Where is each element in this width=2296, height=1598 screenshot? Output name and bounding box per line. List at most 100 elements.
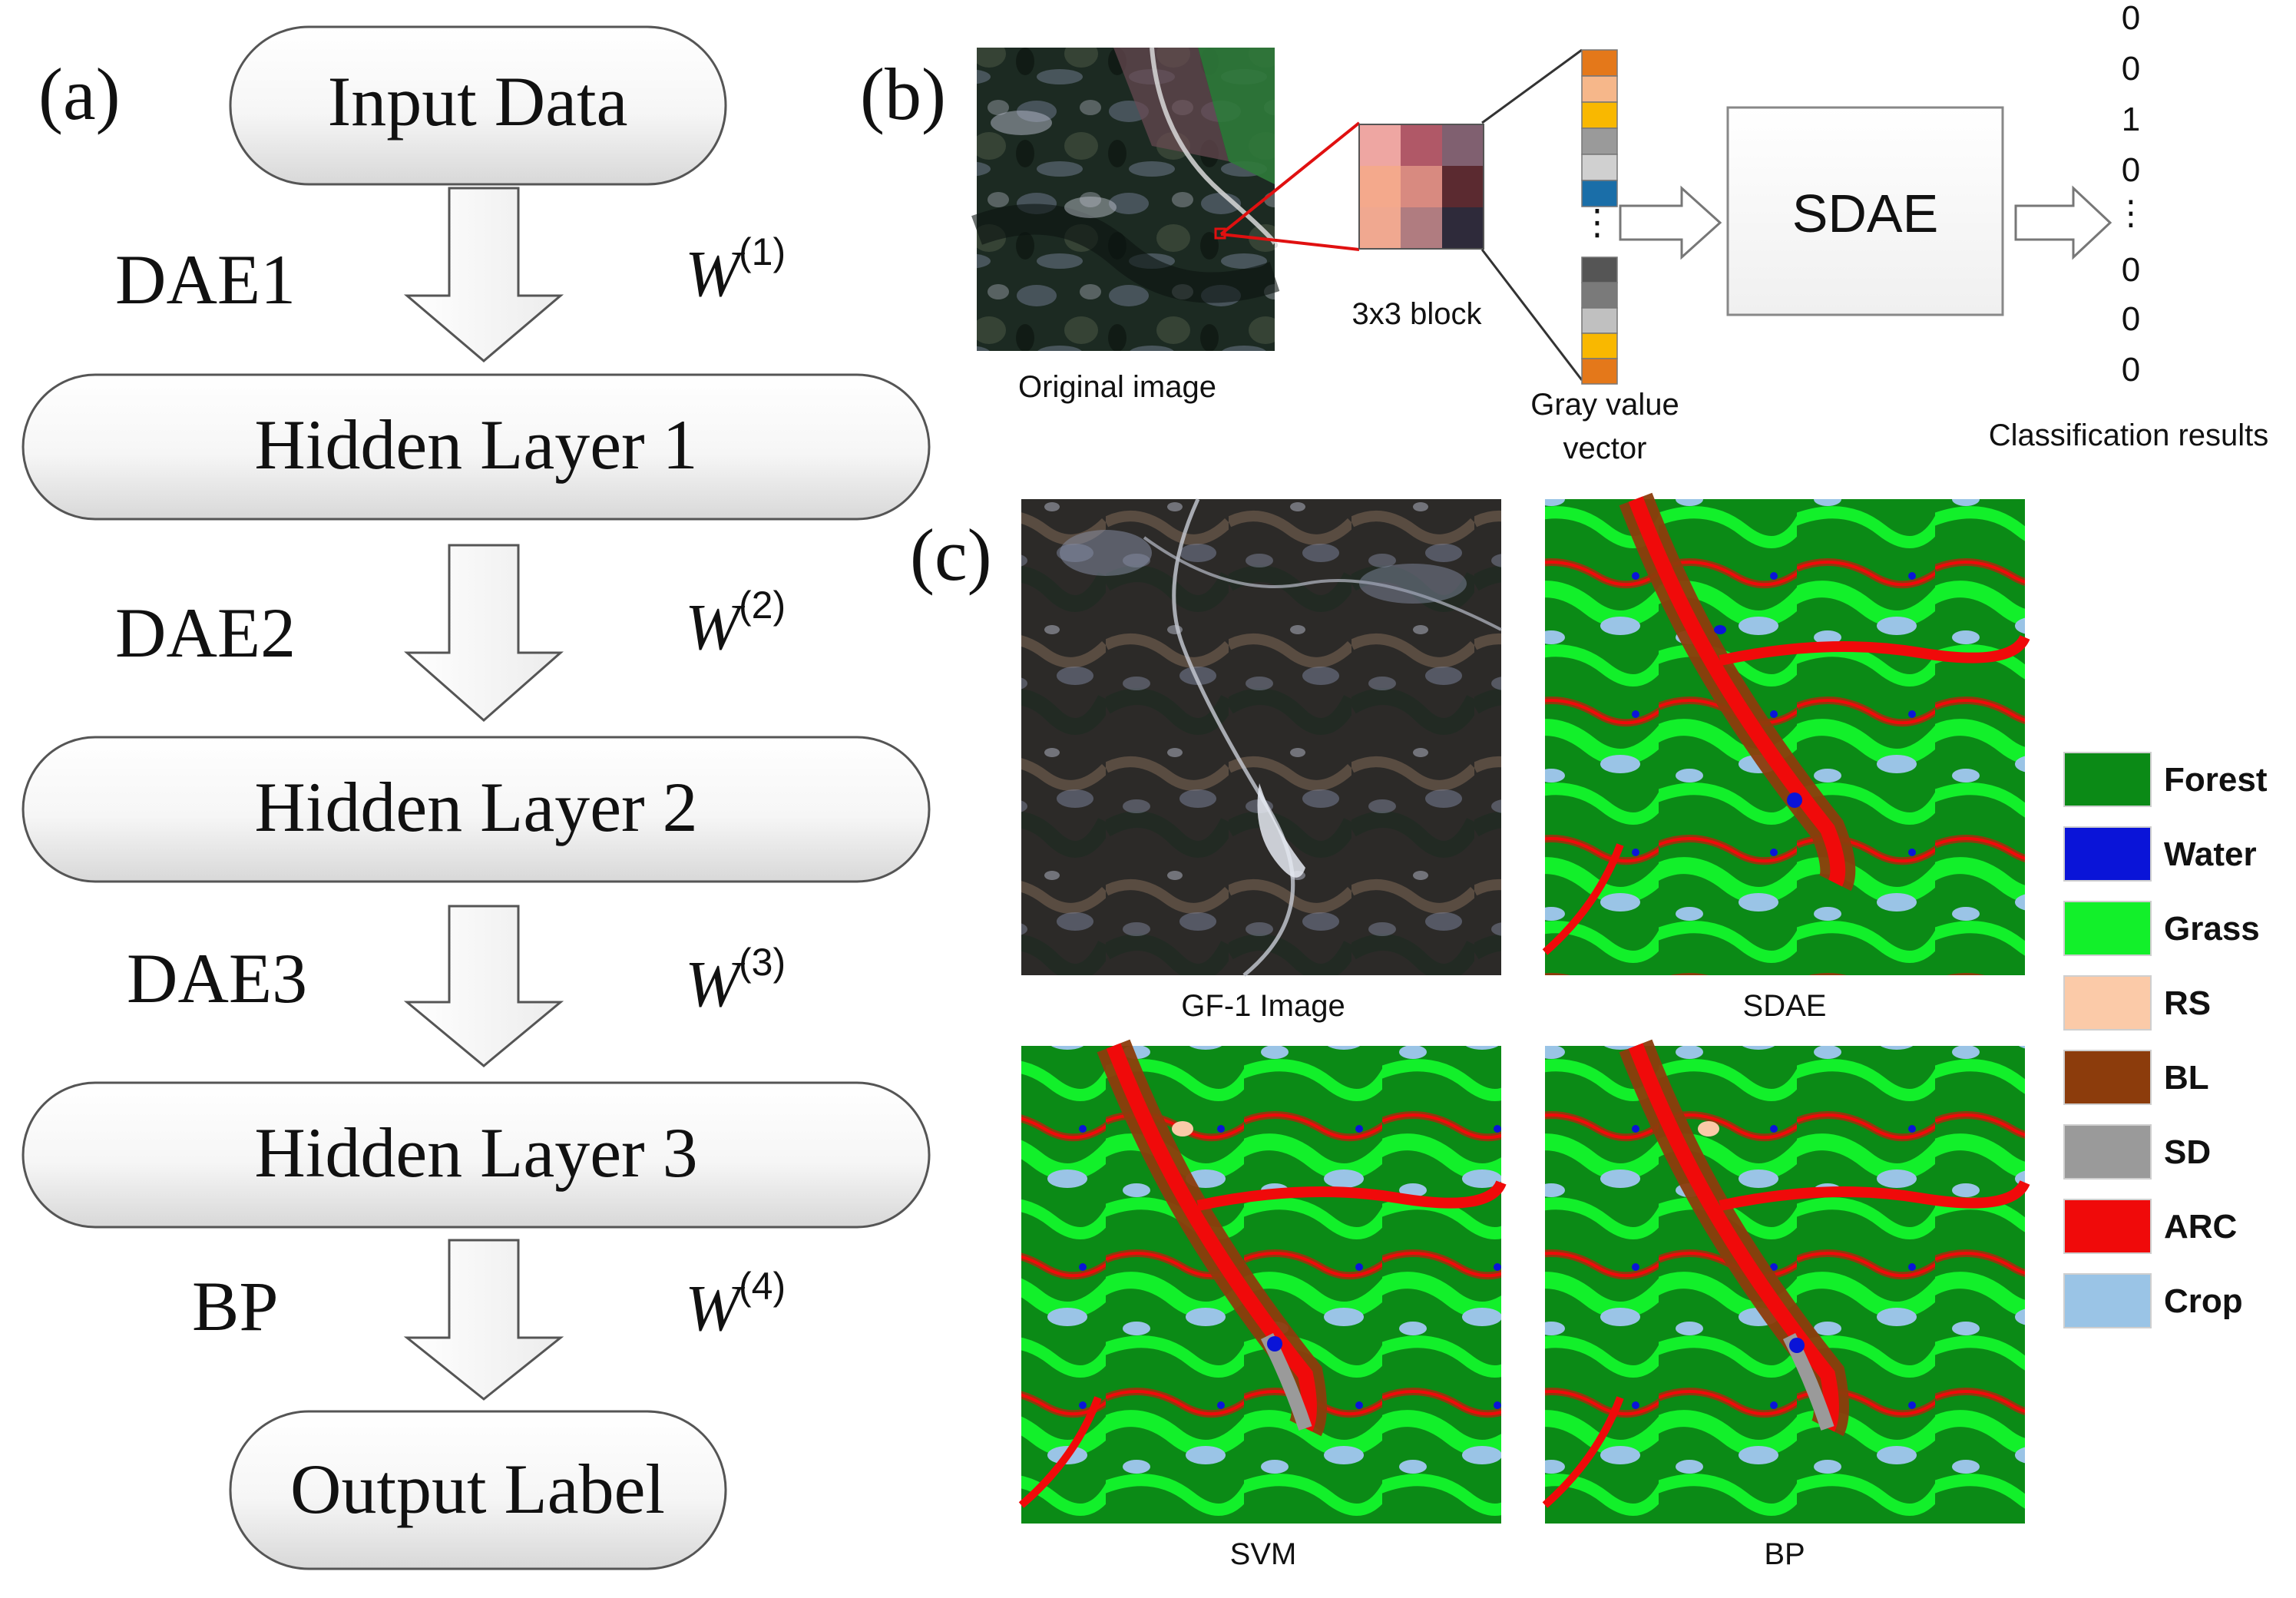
vector-cell — [1581, 101, 1618, 129]
caption-bp: BP — [1764, 1537, 1805, 1571]
hidden-layer-1-node: Hidden Layer 1 — [22, 373, 931, 521]
original-image — [971, 47, 1280, 351]
legend-label: RS — [2164, 984, 2211, 1022]
result-value: 0 — [2122, 300, 2140, 338]
legend-label: Forest — [2164, 761, 2268, 799]
sdae-model-box: SDAE — [1726, 106, 2004, 316]
block-grid — [1358, 124, 1484, 250]
weight-superscript: (4) — [739, 1265, 786, 1308]
hidden-layer-2-label: Hidden Layer 2 — [254, 768, 697, 846]
weight-symbol: W — [685, 1271, 746, 1345]
block-frame — [1358, 124, 1484, 250]
classification-results-vector: 0 0 1 0 ⋮ 0 0 0 — [2114, 0, 2148, 389]
vector-cell — [1581, 256, 1618, 283]
vector-cell — [1581, 333, 1618, 359]
output-label-node: Output Label — [229, 1410, 727, 1570]
legend-label: SD — [2164, 1133, 2211, 1171]
vector-cell — [1581, 180, 1618, 207]
result-value: 0 — [2122, 50, 2140, 88]
panel-b-label: (b) — [860, 53, 946, 135]
block-cell — [1359, 207, 1401, 249]
block-cell — [1401, 124, 1442, 166]
classification-results-caption: Classification results — [1989, 419, 2269, 452]
result-value: 0 — [2122, 251, 2140, 289]
block-caption: 3x3 block — [1352, 297, 1483, 331]
vector-caption-line2: vector — [1563, 432, 1647, 465]
result-value: 0 — [2122, 351, 2140, 389]
legend-swatch — [2063, 1124, 2152, 1179]
vector-cell — [1581, 282, 1618, 309]
vector-caption-line1: Gray value — [1530, 388, 1679, 422]
legend-label: Water — [2164, 835, 2257, 873]
down-arrow-2 — [404, 544, 564, 722]
svm-classification-map — [1018, 1039, 1507, 1524]
down-arrow-3 — [403, 905, 564, 1067]
result-value: 0 — [2122, 151, 2140, 189]
weight-symbol: W — [685, 237, 746, 310]
legend-swatch — [2063, 1199, 2152, 1254]
hidden-layer-3-label: Hidden Layer 3 — [254, 1113, 697, 1192]
legend-swatch — [2063, 1050, 2152, 1105]
legend-label: Grass — [2164, 910, 2260, 948]
gf1-image — [1021, 498, 1502, 977]
connector-bottom — [1480, 249, 1583, 381]
legend-label: ARC — [2164, 1208, 2237, 1246]
block-cell — [1442, 124, 1484, 166]
connector-top — [1481, 48, 1583, 124]
vector-cell — [1581, 154, 1618, 181]
sdae-classification-map — [1542, 492, 2030, 975]
right-arrow-to-results — [2014, 185, 2112, 260]
step-label-bp: BP — [192, 1267, 279, 1345]
weight-w3: W (3) — [685, 941, 786, 1021]
vector-cell — [1581, 307, 1618, 334]
vector-ellipsis: ⋮ — [1580, 202, 1615, 242]
weight-symbol: W — [685, 590, 746, 663]
step-label-dae3: DAE3 — [127, 939, 307, 1017]
weight-symbol: W — [685, 947, 746, 1021]
step-label-dae2: DAE2 — [115, 594, 296, 672]
weight-superscript: (2) — [739, 584, 786, 627]
result-value: 1 — [2122, 101, 2140, 138]
weight-w4: W (4) — [685, 1265, 786, 1345]
legend-label: Crop — [2164, 1282, 2243, 1320]
input-data-node: Input Data — [229, 25, 727, 186]
hidden-layer-2-node: Hidden Layer 2 — [22, 736, 931, 883]
output-label-label: Output Label — [290, 1450, 665, 1528]
caption-sdae: SDAE — [1743, 989, 1827, 1023]
panel-a-label: (a) — [38, 53, 121, 135]
bp-classification-map — [1542, 1039, 2030, 1524]
block-cell — [1401, 207, 1442, 249]
legend-swatch — [2063, 1273, 2152, 1328]
down-arrow-1 — [403, 187, 564, 362]
caption-gf1-image: GF-1 Image — [1181, 989, 1345, 1023]
hidden-layer-3-node: Hidden Layer 3 — [22, 1081, 931, 1229]
original-image-caption: Original image — [1018, 370, 1216, 404]
panel-c-label: (c) — [910, 514, 992, 596]
legend-label: BL — [2164, 1059, 2209, 1097]
legend-swatch — [2063, 826, 2152, 882]
gray-value-vector-bottom — [1581, 256, 1618, 385]
gray-value-vector-top — [1581, 49, 1618, 207]
weight-superscript: (3) — [739, 941, 786, 984]
vector-cell — [1581, 127, 1618, 155]
vector-cell — [1581, 358, 1618, 385]
block-cell — [1359, 124, 1401, 166]
step-label-dae1: DAE1 — [115, 240, 296, 319]
vector-cell — [1581, 75, 1618, 103]
block-cell — [1442, 166, 1484, 207]
caption-svm: SVM — [1230, 1537, 1297, 1571]
weight-superscript: (1) — [739, 230, 786, 273]
hidden-layer-1-label: Hidden Layer 1 — [254, 405, 697, 484]
right-arrow-to-sdae — [1619, 185, 1722, 260]
result-value: 0 — [2122, 0, 2140, 37]
zoom-line-top — [1219, 121, 1361, 236]
block-cell — [1442, 207, 1484, 249]
legend-swatch — [2063, 901, 2152, 956]
vector-cell — [1581, 49, 1618, 77]
block-cell — [1401, 166, 1442, 207]
result-value: ⋮ — [2114, 194, 2148, 232]
legend-swatch — [2063, 975, 2152, 1031]
zoom-point — [1214, 227, 1226, 240]
